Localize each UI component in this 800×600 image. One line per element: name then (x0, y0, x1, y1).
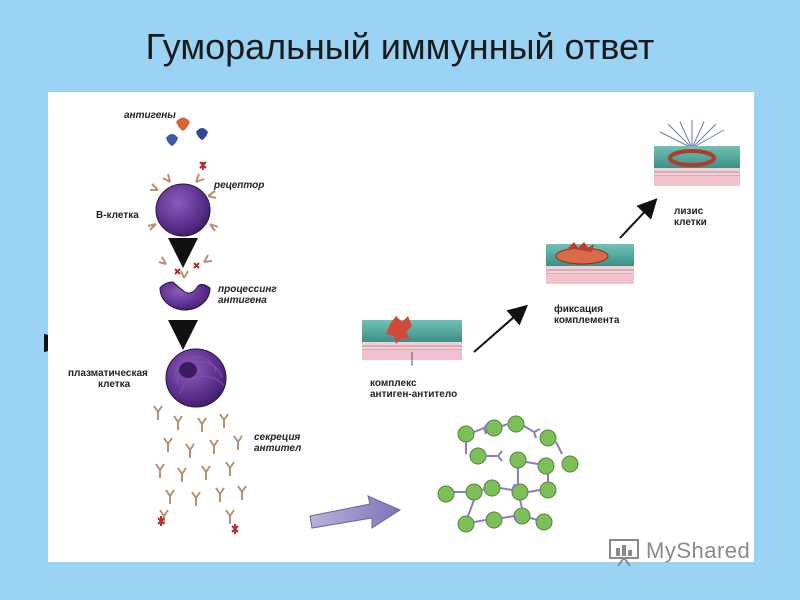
membrane-complex (362, 316, 462, 366)
antigens-group (166, 118, 208, 147)
presentation-icon (608, 536, 642, 568)
label-secretion-line1: секреция (254, 432, 301, 443)
label-complex: комплекс антиген-антитело (370, 378, 457, 400)
diagram-canvas (48, 92, 754, 562)
label-b-cell: В-клетка (96, 210, 139, 221)
membrane-fixation (546, 242, 634, 284)
b-cell (148, 162, 218, 236)
arrow-complex-to-fixation (474, 310, 522, 352)
secreted-antibodies (154, 406, 246, 524)
label-receptor: рецептор (214, 180, 264, 191)
label-complex-line1: комплекс (370, 378, 457, 389)
label-complex-line2: антиген-антитело (370, 389, 457, 400)
label-processing-line2: антигена (218, 295, 277, 306)
label-plasma-cell: плазматическая клетка (68, 368, 148, 390)
label-plasma-line1: плазматическая (68, 368, 148, 379)
antibody-bound-antigens (158, 516, 238, 534)
label-lysis-line2: клетки (674, 217, 707, 228)
label-fixation: фиксация комплемента (554, 304, 619, 326)
big-arrow (310, 496, 400, 528)
immune-complex-lattice (438, 416, 578, 532)
label-secretion: секреция антител (254, 432, 301, 454)
antigen-shape (196, 128, 208, 140)
processing-cell (159, 255, 212, 310)
arrow-fixation-to-lysis (620, 204, 652, 238)
label-antigens: антигены (124, 110, 176, 121)
watermark-text: MyShared (646, 538, 750, 564)
label-lysis: лизис клетки (674, 206, 707, 228)
plasma-cell (166, 349, 226, 407)
label-processing: процессинг антигена (218, 284, 277, 306)
label-plasma-line2: клетка (68, 379, 148, 390)
antigen-shape (176, 118, 190, 132)
label-secretion-line2: антител (254, 443, 301, 454)
label-lysis-line1: лизис (674, 206, 707, 217)
slide-title: Гуморальный иммунный ответ (0, 26, 800, 68)
diagram-panel: антигены рецептор В-клетка процессинг ан… (48, 92, 754, 562)
antigen-shape (166, 134, 178, 146)
lysis-lines (660, 120, 724, 148)
label-processing-line1: процессинг (218, 284, 277, 295)
membrane-lysis (654, 120, 740, 186)
label-fixation-line1: фиксация (554, 304, 619, 315)
label-fixation-line2: комплемента (554, 315, 619, 326)
